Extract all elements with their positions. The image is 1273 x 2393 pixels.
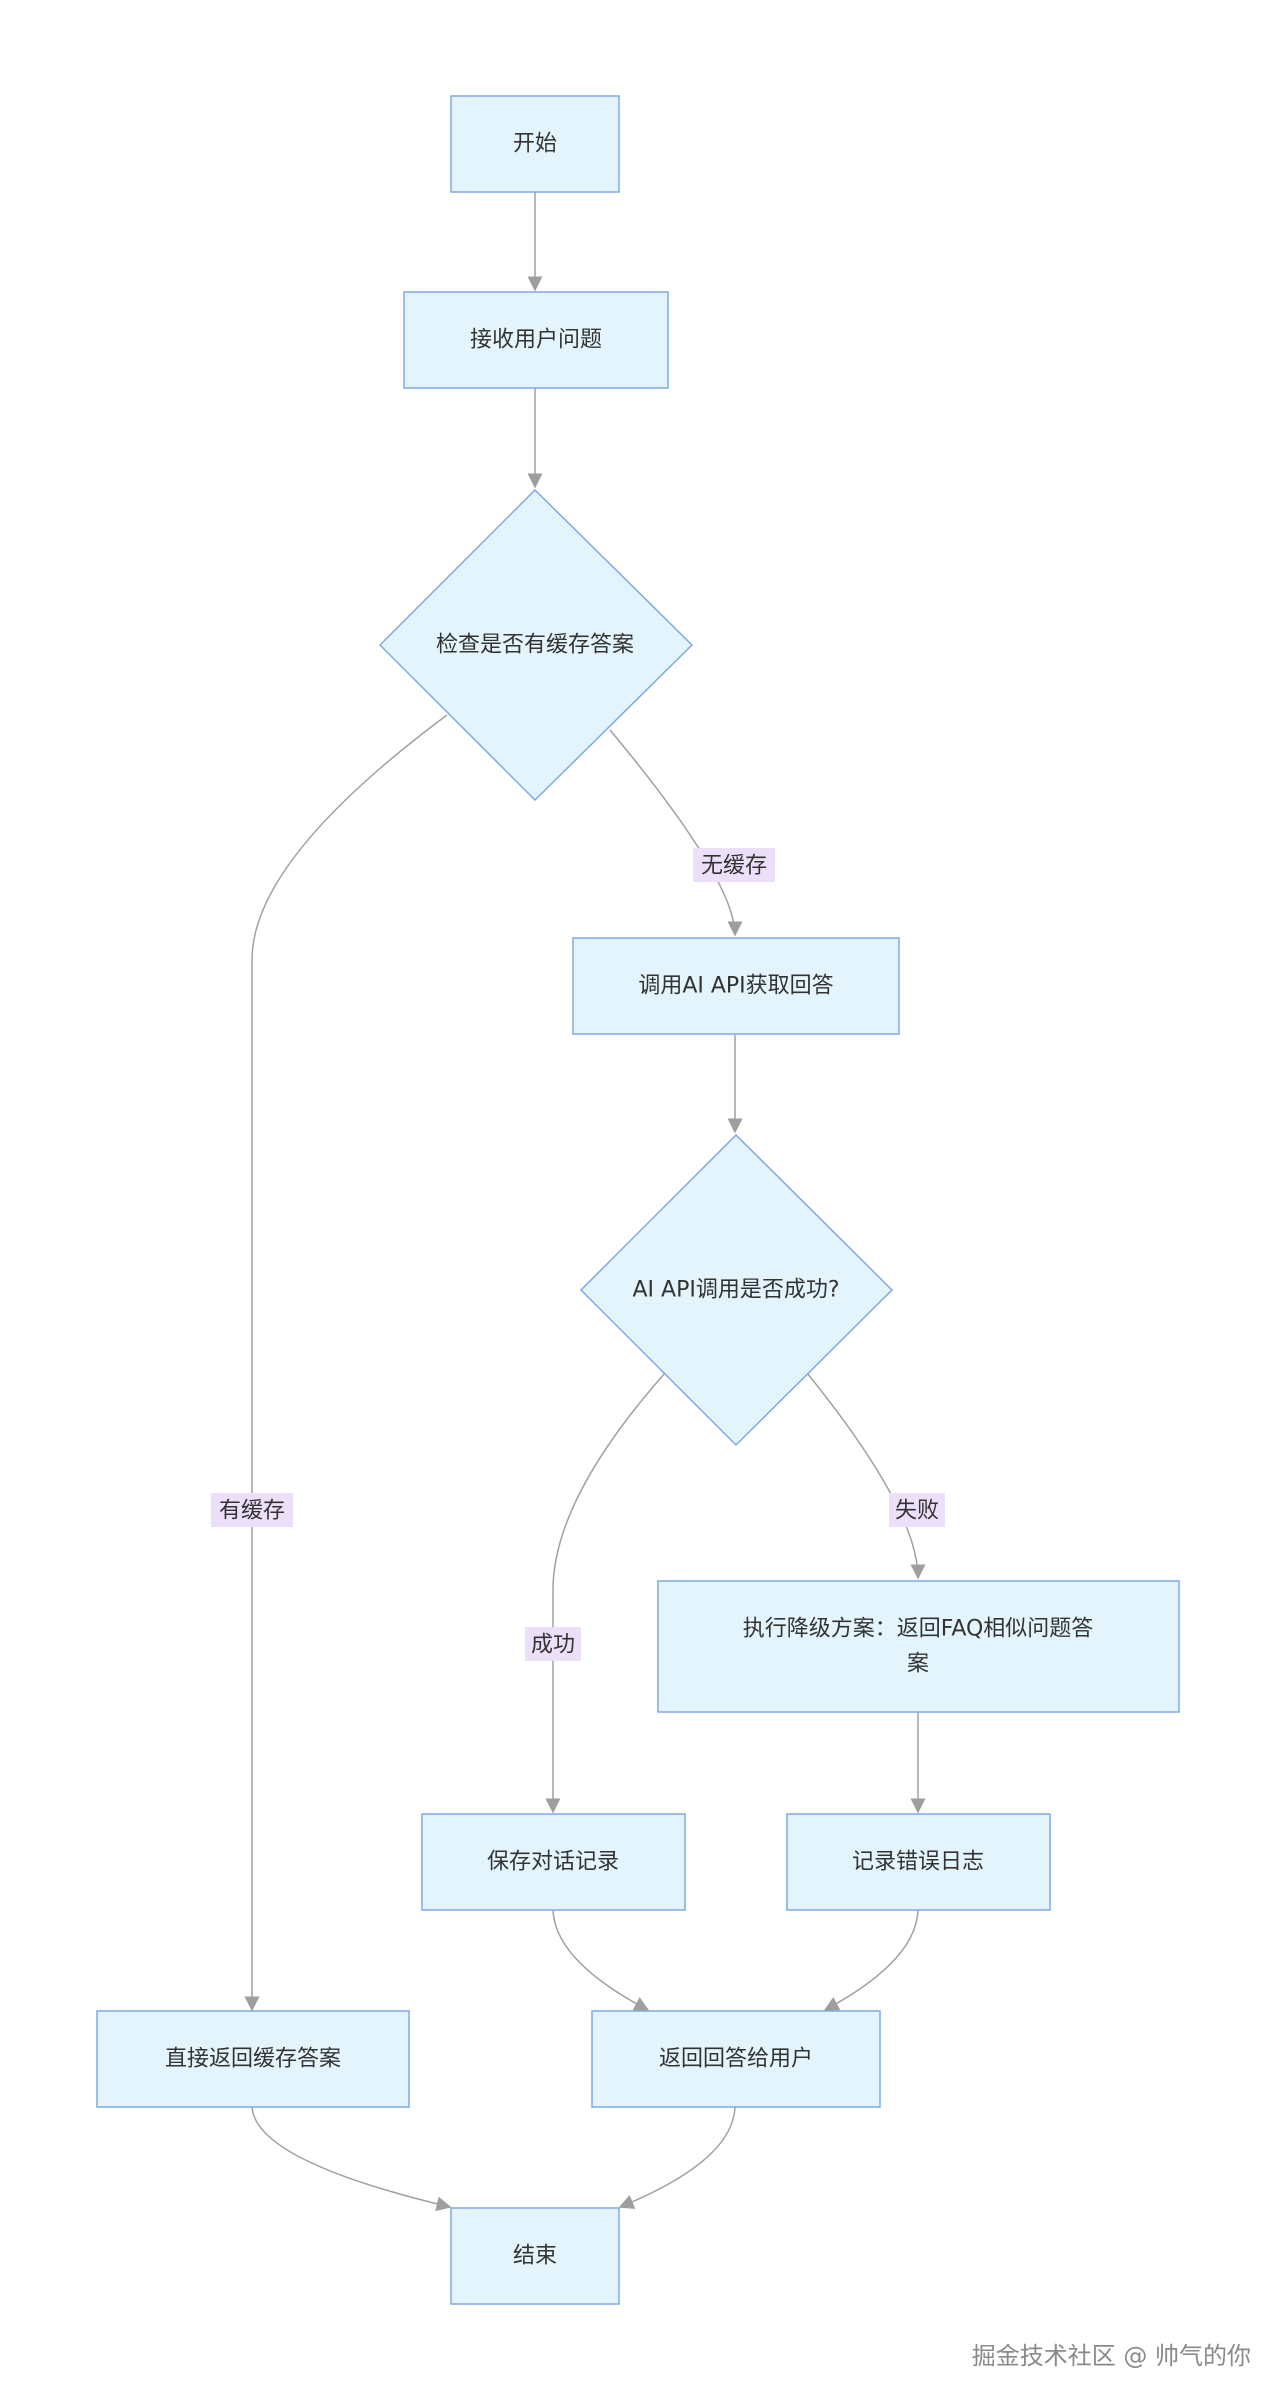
svg-text:接收用户问题: 接收用户问题 — [470, 328, 602, 353]
node-return-answer: 返回回答给用户 — [591, 2010, 881, 2108]
svg-text:保存对话记录: 保存对话记录 — [487, 1850, 619, 1875]
node-end: 结束 — [450, 2207, 620, 2305]
svg-text:执行降级方案：返回FAQ相似问题答: 执行降级方案：返回FAQ相似问题答 — [743, 1617, 1094, 1642]
watermark: 掘金技术社区 @ 帅气的你 — [971, 2342, 1251, 2370]
node-log-error: 记录错误日志 — [786, 1813, 1051, 1911]
svg-text:结束: 结束 — [513, 2244, 557, 2269]
edge-save-return — [552, 1907, 650, 2011]
svg-text:AI API调用是否成功?: AI API调用是否成功? — [632, 1278, 839, 1303]
edge-check-has-cache — [244, 714, 448, 2012]
edge-label-success: 成功 — [525, 1627, 581, 1661]
edge-label-no-cache: 无缓存 — [693, 848, 775, 882]
svg-text:无缓存: 无缓存 — [701, 854, 767, 879]
edge-label-has-cache: 有缓存 — [211, 1493, 293, 1527]
edge-return-end — [618, 2104, 736, 2209]
svg-text:成功: 成功 — [531, 1633, 575, 1658]
edge-returncache-end — [251, 2104, 452, 2212]
node-fallback: 执行降级方案：返回FAQ相似问题答 案 — [657, 1580, 1180, 1713]
svg-text:失败: 失败 — [895, 1499, 939, 1524]
decision-api-success: AI API调用是否成功? — [579, 1133, 894, 1447]
svg-text:记录错误日志: 记录错误日志 — [852, 1850, 984, 1875]
svg-text:有缓存: 有缓存 — [219, 1499, 285, 1524]
svg-text:案: 案 — [907, 1652, 929, 1677]
edge-label-failure: 失败 — [889, 1493, 945, 1527]
node-start: 开始 — [450, 95, 620, 193]
edge-decision-failure — [806, 1372, 926, 1580]
node-receive-question: 接收用户问题 — [403, 291, 669, 389]
svg-text:检查是否有缓存答案: 检查是否有缓存答案 — [436, 633, 634, 658]
node-save-record: 保存对话记录 — [421, 1813, 686, 1911]
svg-text:调用AI API获取回答: 调用AI API获取回答 — [638, 974, 833, 999]
decision-check-cache: 检查是否有缓存答案 — [378, 488, 694, 802]
edge-decision-success — [545, 1372, 666, 1814]
svg-text:直接返回缓存答案: 直接返回缓存答案 — [165, 2047, 341, 2072]
edge-check-no-cache — [609, 729, 743, 937]
svg-text:返回回答给用户: 返回回答给用户 — [659, 2047, 813, 2072]
svg-text:开始: 开始 — [513, 132, 557, 157]
node-return-cache: 直接返回缓存答案 — [96, 2010, 410, 2108]
edge-log-return — [823, 1907, 919, 2011]
node-call-api: 调用AI API获取回答 — [572, 937, 900, 1035]
